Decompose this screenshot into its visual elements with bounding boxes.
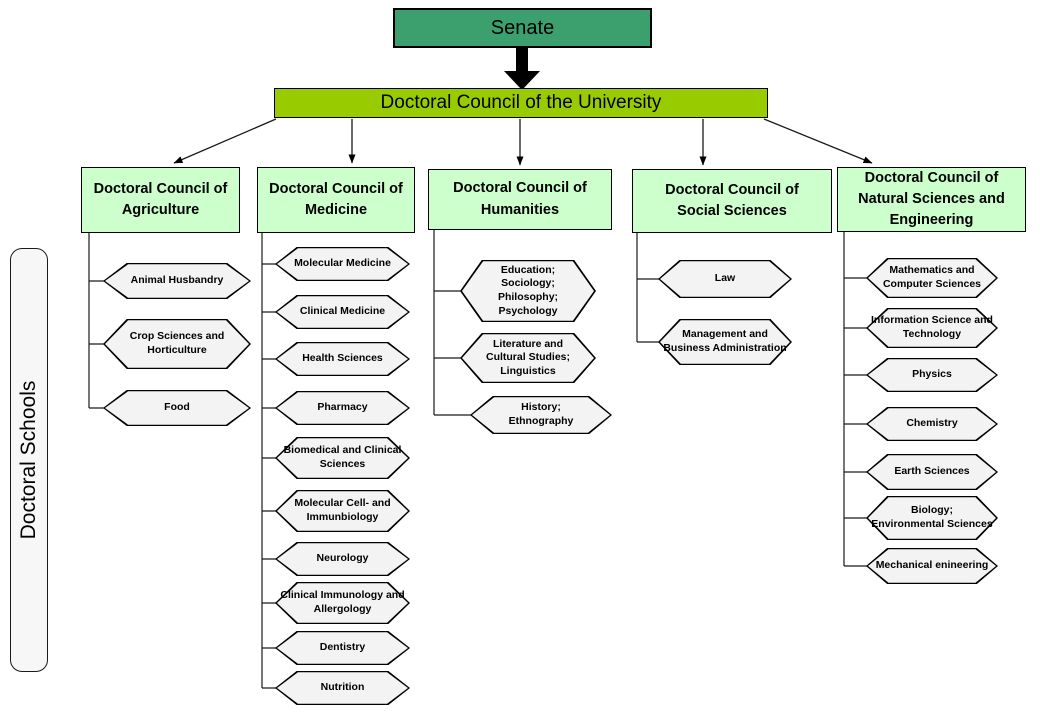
council-header-medicine: Doctoral Council of Medicine: [257, 167, 415, 233]
doctoral-school-node: Physics: [866, 358, 998, 392]
doctoral-school-node: Nutrition: [275, 671, 410, 705]
doctoral-school-node: Biology; Environmental Sciences: [866, 496, 998, 540]
senate-box: Senate: [393, 8, 652, 48]
doctoral-school-label: Mechanical enineering: [875, 559, 989, 572]
council-fanout-arrows: [173, 118, 873, 166]
doctoral-school-node: Biomedical and Clinical Sciences: [275, 437, 410, 479]
doctoral-school-label: Nutrition: [320, 681, 365, 694]
doctoral-school-label: Chemistry: [906, 417, 958, 430]
doctoral-school-label: Mathematics and Computer Sciences: [882, 264, 982, 290]
doctoral-school-label: Food: [164, 401, 190, 414]
doctoral-school-node: Education; Sociology; Philosophy; Psycho…: [460, 260, 596, 322]
doctoral-school-label: Neurology: [316, 552, 369, 565]
doctoral-school-node: Animal Husbandry: [103, 263, 251, 299]
doctoral-school-label: Earth Sciences: [894, 465, 970, 478]
senate-down-arrow-icon: [504, 48, 540, 90]
doctoral-school-node: Literature and Cultural Studies; Linguis…: [460, 333, 596, 383]
doctoral-school-node: Molecular Medicine: [275, 247, 410, 281]
doctoral-school-node: Health Sciences: [275, 342, 410, 376]
doctoral-school-label: Clinical Immunology and Allergology: [280, 589, 405, 615]
doctoral-school-node: Pharmacy: [275, 391, 410, 425]
doctoral-school-label: Molecular Medicine: [294, 257, 391, 270]
doctoral-school-node: Neurology: [275, 542, 410, 576]
doctoral-school-label: Molecular Cell- and Immunbiology: [294, 497, 391, 523]
doctoral-school-node: Mathematics and Computer Sciences: [866, 258, 998, 298]
column-connector-lines: [88, 230, 868, 689]
doctoral-school-label: Pharmacy: [317, 401, 368, 414]
university-council-label: Doctoral Council of the University: [380, 92, 662, 113]
doctoral-school-label: Management and Business Administration: [663, 328, 787, 354]
doctoral-schools-sidebar: Doctoral Schools: [10, 248, 48, 672]
doctoral-school-label: Literature and Cultural Studies; Linguis…: [485, 337, 570, 377]
university-council-box: Doctoral Council of the University: [274, 88, 768, 118]
doctoral-school-node: Food: [103, 390, 251, 426]
doctoral-school-node: Dentistry: [275, 631, 410, 665]
doctoral-school-node: Chemistry: [866, 407, 998, 441]
doctoral-school-label: Health Sciences: [302, 352, 383, 365]
doctoral-school-node: Clinical Medicine: [275, 295, 410, 329]
doctoral-school-node: Clinical Immunology and Allergology: [275, 582, 410, 624]
doctoral-school-node: Management and Business Administration: [658, 319, 792, 365]
doctoral-school-label: History; Ethnography: [508, 401, 574, 427]
senate-label: Senate: [490, 16, 555, 39]
doctoral-schools-label: Doctoral Schools: [17, 380, 40, 540]
doctoral-school-label: Animal Husbandry: [130, 274, 224, 287]
doctoral-school-label: Physics: [912, 368, 952, 381]
doctoral-school-node: Earth Sciences: [866, 454, 998, 490]
council-header-natural-sciences-engineering: Doctoral Council of Natural Sciences and…: [837, 167, 1026, 232]
doctoral-school-node: Law: [658, 260, 792, 298]
doctoral-school-label: Information Science and Technology: [871, 314, 993, 340]
doctoral-school-label: Biology; Environmental Sciences: [871, 504, 993, 530]
council-header-agriculture: Doctoral Council of Agriculture: [81, 167, 240, 233]
doctoral-school-label: Education; Sociology; Philosophy; Psycho…: [497, 263, 559, 317]
doctoral-school-label: Clinical Medicine: [299, 305, 386, 318]
doctoral-school-label: Law: [714, 272, 736, 285]
doctoral-school-label: Dentistry: [319, 641, 366, 654]
council-header-humanities: Doctoral Council of Humanities: [428, 169, 612, 230]
doctoral-school-node: Crop Sciences and Horticulture: [103, 319, 251, 369]
doctoral-school-node: Information Science and Technology: [866, 308, 998, 348]
doctoral-school-node: History; Ethnography: [470, 396, 612, 434]
doctoral-school-label: Crop Sciences and Horticulture: [129, 330, 225, 356]
doctoral-school-node: Mechanical enineering: [866, 548, 998, 584]
doctoral-school-node: Molecular Cell- and Immunbiology: [275, 490, 410, 532]
doctoral-school-label: Biomedical and Clinical Sciences: [283, 444, 402, 470]
council-header-social-sciences: Doctoral Council of Social Sciences: [632, 169, 832, 233]
